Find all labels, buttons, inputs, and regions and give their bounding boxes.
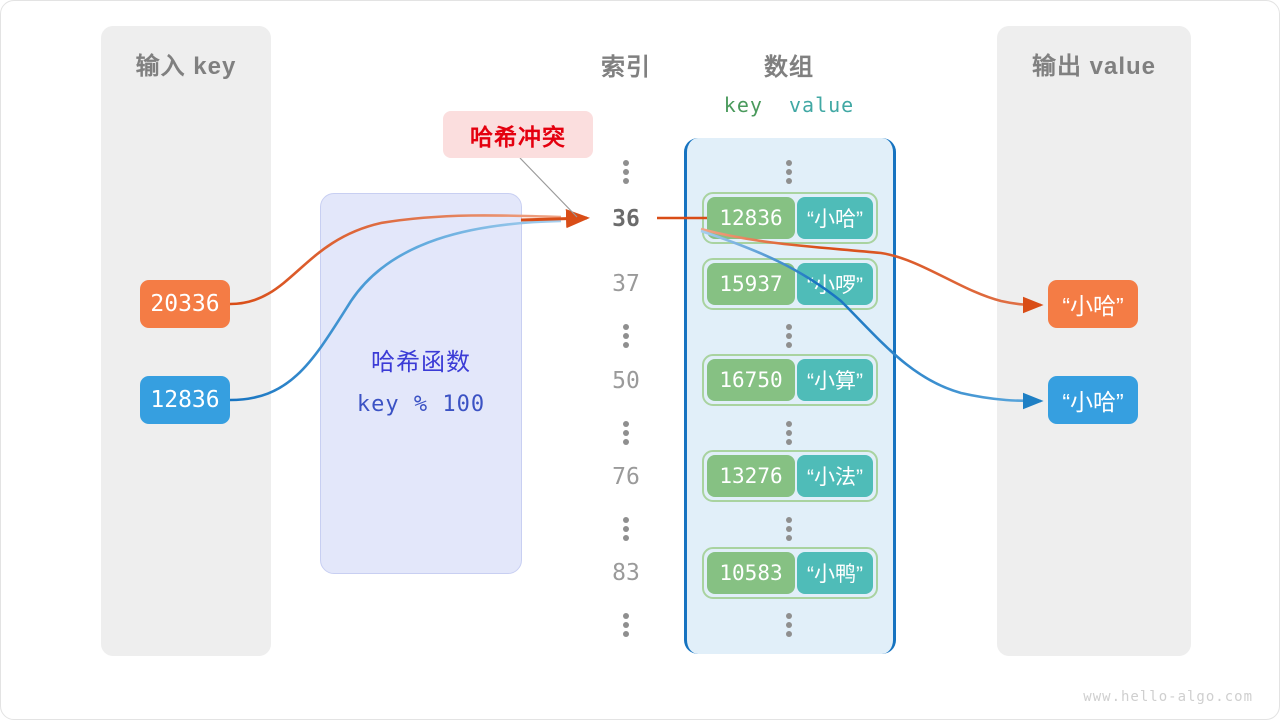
bucket-row-76[interactable]: 13276 “小法” [702, 450, 878, 502]
array-ellipsis-icon [736, 321, 842, 351]
bucket-key: 15937 [707, 263, 795, 305]
array-ellipsis-icon [736, 514, 842, 544]
bucket-row-50[interactable]: 16750 “小算” [702, 354, 878, 406]
index-ellipsis-icon [573, 610, 679, 640]
bucket-row-83[interactable]: 10583 “小鸭” [702, 547, 878, 599]
input-key-12836[interactable]: 12836 [140, 376, 230, 424]
index-label-83: 83 [612, 560, 640, 586]
bucket-row-37[interactable]: 15937 “小啰” [702, 258, 878, 310]
bucket-value: “小法” [797, 455, 873, 497]
index-column-header: 索引 [601, 54, 651, 81]
input-key-20336[interactable]: 20336 [140, 280, 230, 328]
key-header-label: key [723, 93, 763, 117]
bucket-value: “小哈” [797, 197, 873, 239]
index-label-76: 76 [612, 464, 640, 490]
index-ellipsis-icon [573, 418, 679, 448]
output-value-orange[interactable]: “小哈” [1048, 280, 1138, 328]
bucket-row-36[interactable]: 12836 “小哈” [702, 192, 878, 244]
output-value-blue[interactable]: “小哈” [1048, 376, 1138, 424]
key-value-header: key value [701, 93, 877, 117]
array-ellipsis-icon [736, 418, 842, 448]
collision-badge: 哈希冲突 [443, 111, 593, 158]
input-panel: 输入 key [101, 26, 271, 656]
index-label-50: 50 [612, 368, 640, 394]
index-ellipsis-icon [573, 157, 679, 187]
hash-function-title: 哈希函数 [371, 349, 471, 376]
hash-function-formula: key % 100 [356, 392, 486, 417]
index-ellipsis-icon [573, 514, 679, 544]
watermark: www.hello-algo.com [1083, 689, 1253, 705]
bucket-value: “小鸭” [797, 552, 873, 594]
bucket-value: “小算” [797, 359, 873, 401]
index-label-37: 37 [612, 271, 640, 297]
bucket-key: 10583 [707, 552, 795, 594]
output-panel: 输出 value [997, 26, 1191, 656]
index-ellipsis-icon [573, 321, 679, 351]
array-column-header: 数组 [764, 54, 814, 81]
hash-function-box: 哈希函数 key % 100 [320, 193, 522, 574]
input-panel-title: 输入 key [135, 53, 237, 80]
bucket-key: 16750 [707, 359, 795, 401]
array-ellipsis-icon [736, 157, 842, 187]
output-panel-title: 输出 value [1031, 53, 1157, 80]
array-ellipsis-icon [736, 610, 842, 640]
bucket-key: 12836 [707, 197, 795, 239]
bucket-value: “小啰” [797, 263, 873, 305]
bucket-key: 13276 [707, 455, 795, 497]
index-label-36: 36 [612, 206, 640, 232]
value-header-label: value [789, 93, 855, 117]
